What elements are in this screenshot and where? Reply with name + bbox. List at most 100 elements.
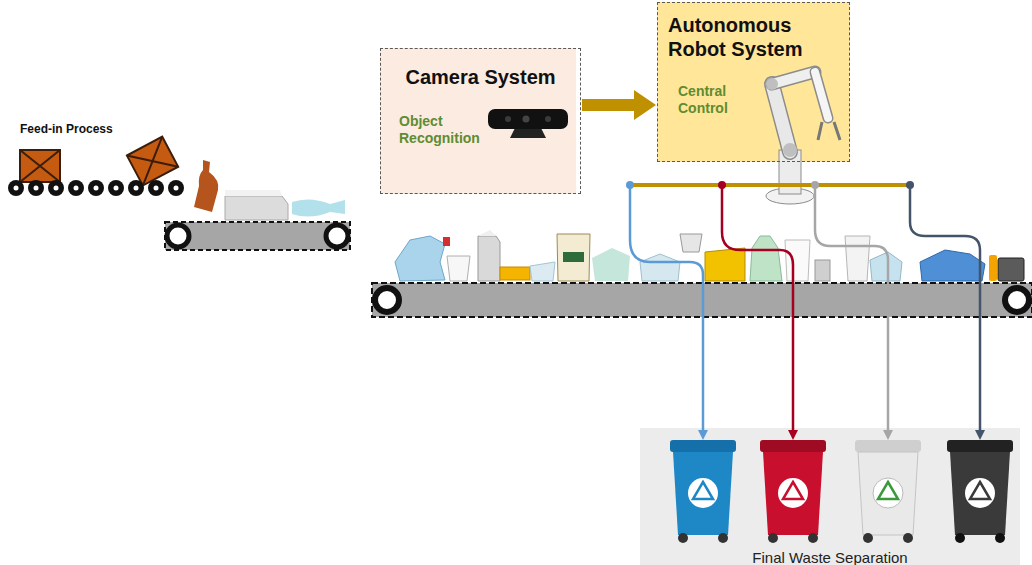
illustration-part — [760, 440, 826, 452]
recycling-bins — [670, 440, 1013, 543]
illustration-part — [950, 452, 1010, 535]
illustration-part — [148, 180, 164, 196]
illustration-part — [34, 186, 39, 191]
illustration-part — [750, 236, 782, 281]
illustration-part — [772, 84, 790, 152]
illustration-part — [326, 225, 348, 247]
illustration-part — [811, 181, 819, 189]
illustration-part — [858, 452, 918, 535]
illustration-part — [910, 185, 980, 436]
bar-dots — [626, 181, 914, 189]
illustration-part — [783, 143, 797, 157]
illustration-part — [626, 181, 634, 189]
illustration-part — [965, 478, 995, 508]
illustration-part — [640, 428, 1020, 565]
illustration-part — [14, 186, 179, 191]
box-title: Autonomous Robot System — [668, 13, 836, 61]
separation-panel: Final Waste Separation — [640, 428, 1020, 565]
illustration-part — [878, 482, 898, 499]
illustration-part — [127, 137, 178, 186]
illustration-part — [114, 186, 119, 191]
illustration-part — [194, 160, 218, 212]
illustration-part — [74, 186, 79, 191]
illustration-part — [778, 478, 808, 508]
illustration-part — [785, 240, 810, 281]
illustration-part — [478, 236, 500, 281]
illustration-part — [127, 137, 178, 186]
illustration-part — [670, 440, 736, 452]
illustration-part — [845, 236, 870, 281]
illustration-part — [995, 533, 1005, 543]
illustration-part — [947, 440, 1013, 452]
illustration-part — [128, 180, 144, 196]
illustration-part — [772, 84, 790, 152]
illustration-part — [94, 186, 99, 191]
illustration-part — [134, 186, 139, 191]
illustration-part — [510, 128, 546, 138]
illustration-part — [815, 185, 888, 436]
illustration-part — [174, 186, 179, 191]
illustration-part — [766, 78, 778, 90]
illustration-part — [772, 72, 815, 84]
illustration-part — [557, 234, 590, 281]
illustration-part — [920, 250, 985, 281]
illustration-part — [705, 248, 745, 281]
illustration-part — [768, 533, 778, 543]
illustration-part — [640, 254, 680, 281]
illustration-part — [998, 258, 1024, 281]
box-body: Object Recognition — [399, 113, 494, 147]
illustration-part — [673, 452, 733, 535]
illustration-part — [54, 186, 59, 191]
illustration-part — [680, 234, 702, 252]
illustration-part — [545, 116, 551, 122]
illustration-part — [154, 186, 159, 191]
illustration-part — [1005, 288, 1029, 312]
illustration-part — [127, 137, 178, 186]
illustration-part — [108, 180, 124, 196]
illustration-part — [630, 183, 910, 187]
illustration-part — [970, 482, 990, 499]
illustration-part — [500, 267, 530, 280]
distribution-bar — [630, 185, 910, 186]
camera-device — [488, 109, 568, 138]
box-body: Central Control — [678, 83, 750, 117]
illustration-part — [783, 482, 803, 499]
illustration-part — [630, 185, 703, 436]
illustration-part — [870, 252, 902, 281]
illustration-part — [488, 109, 568, 129]
illustration-part — [478, 230, 496, 236]
illustration-part — [443, 237, 450, 246]
illustration-part — [718, 533, 728, 543]
illustration-part — [722, 185, 793, 436]
illustration-part — [530, 262, 555, 281]
illustration-part — [763, 452, 823, 535]
illustration-part — [20, 150, 60, 182]
illustration-part — [863, 533, 873, 543]
illustration-part — [68, 180, 84, 196]
illustration-part — [375, 288, 399, 312]
illustration-part — [225, 190, 282, 196]
illustration-part — [505, 116, 511, 122]
illustration-part — [903, 533, 913, 543]
illustration-part — [693, 482, 713, 499]
illustration-part — [167, 225, 189, 247]
illustration-part — [718, 181, 726, 189]
illustration-part — [906, 181, 914, 189]
illustration-part — [989, 255, 997, 281]
robot-box: Autonomous Robot SystemCentral Control — [657, 2, 850, 162]
illustration-part — [947, 440, 1013, 543]
illustration-part — [688, 478, 718, 508]
illustration-part — [447, 256, 470, 281]
box-title: Camera System — [381, 65, 580, 89]
waste-items — [395, 230, 1024, 281]
illustration-part — [8, 180, 24, 196]
illustration-part — [815, 72, 828, 118]
camera-box: Camera SystemObject Recognition — [380, 48, 581, 194]
illustration-part — [818, 122, 840, 140]
illustration-part — [855, 440, 921, 543]
illustration-part — [855, 440, 921, 452]
sorting-lines — [630, 185, 980, 436]
illustration-part — [165, 222, 350, 250]
panel-caption: Final Waste Separation — [752, 549, 907, 565]
